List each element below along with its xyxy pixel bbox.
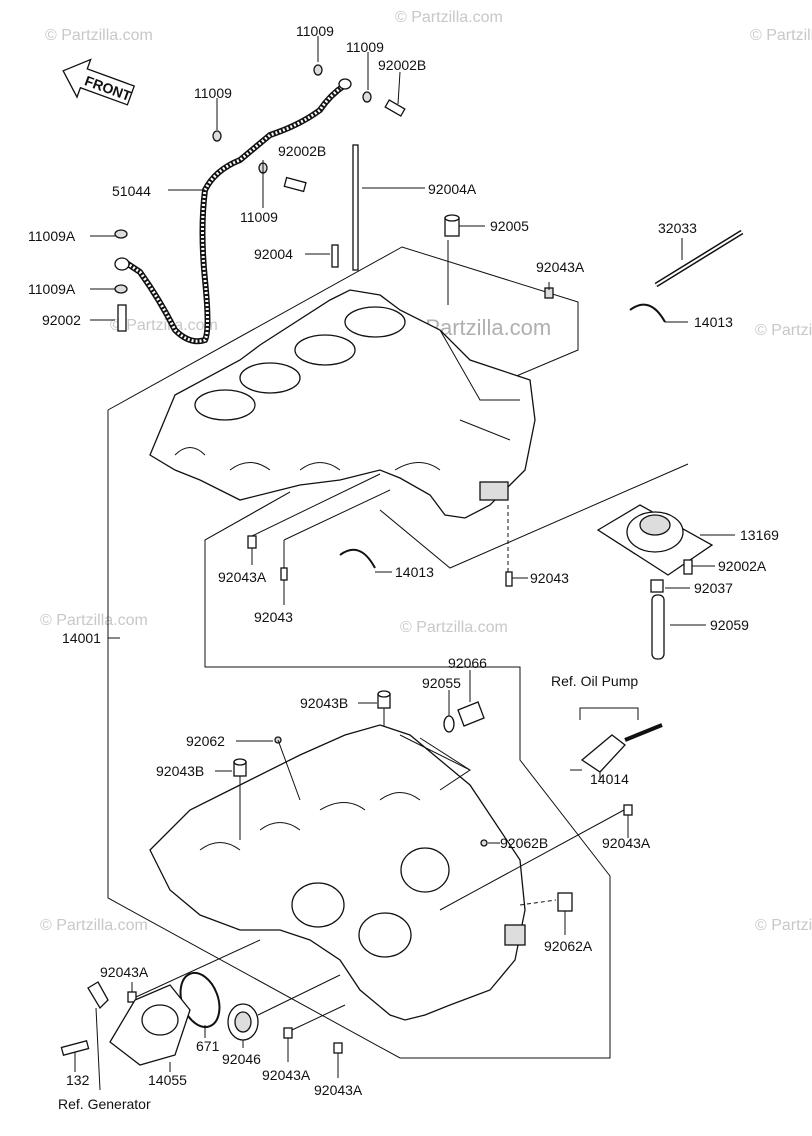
- label-92043b: 92043B: [156, 763, 204, 779]
- label-ref-oil-pump: Ref. Oil Pump: [551, 673, 638, 689]
- part-labels: 11009 11009 92002B 11009 92002B 51044 92…: [28, 23, 779, 1112]
- label-14001: 14001: [62, 630, 101, 646]
- upper-crankcase: [149, 289, 536, 519]
- label-11009a: 11009A: [28, 228, 76, 244]
- label-92062b: 92062B: [500, 835, 548, 851]
- label-92066: 92066: [448, 655, 487, 671]
- label-92043a: 92043A: [536, 259, 585, 275]
- label-14014: 14014: [590, 771, 629, 787]
- label-13169: 13169: [740, 527, 779, 543]
- label-14013: 14013: [395, 564, 434, 580]
- label-92043a: 92043A: [262, 1067, 311, 1083]
- label-92043a: 92043A: [100, 964, 149, 980]
- label-92059: 92059: [710, 617, 749, 633]
- label-11009a: 11009A: [28, 281, 76, 297]
- label-92043: 92043: [530, 570, 569, 586]
- watermark: © Partzilla.com: [40, 612, 148, 629]
- watermark: © Partzilla.com: [755, 917, 812, 934]
- watermark: © Partzilla.com: [395, 9, 503, 26]
- lower-parts: [60, 670, 663, 1091]
- front-arrow: FRONT: [62, 58, 136, 106]
- label-11009: 11009: [296, 23, 334, 39]
- label-92043a: 92043A: [218, 569, 267, 585]
- watermark: © Partzilla.com: [400, 619, 508, 636]
- label-11009: 11009: [194, 85, 232, 101]
- label-92005: 92005: [490, 218, 529, 234]
- watermark: © Partzilla.com: [110, 317, 218, 334]
- label-11009: 11009: [240, 209, 278, 225]
- label-92002b: 92002B: [378, 57, 426, 73]
- watermark: © Partzilla.com: [755, 322, 812, 339]
- watermark: © Partzilla.com: [750, 27, 812, 44]
- label-132: 132: [66, 1072, 90, 1088]
- label-32033: 32033: [658, 220, 697, 236]
- watermark: © Partzilla.com: [40, 917, 148, 934]
- oil-filter-cover-13169: [596, 504, 735, 660]
- label-11009: 11009: [346, 39, 384, 55]
- label-92002b: 92002B: [278, 143, 326, 159]
- lower-crankcase: [149, 724, 526, 1021]
- label-14013: 14013: [694, 314, 733, 330]
- label-51044: 51044: [112, 183, 151, 199]
- oil-hose-51044: [114, 78, 352, 345]
- leader-lines: [90, 36, 688, 323]
- upper-fasteners: [114, 64, 744, 332]
- label-92043b: 92043B: [300, 695, 348, 711]
- label-92062a: 92062A: [544, 938, 593, 954]
- label-92062: 92062: [186, 733, 225, 749]
- label-671: 671: [196, 1038, 220, 1054]
- middle-parts: [247, 473, 528, 605]
- label-14055: 14055: [148, 1072, 187, 1088]
- watermark: © Partzilla.com: [45, 27, 153, 44]
- label-92004a: 92004A: [428, 181, 477, 197]
- label-ref-generator: Ref. Generator: [58, 1096, 151, 1112]
- label-92043: 92043: [254, 609, 293, 625]
- label-92002a: 92002A: [718, 558, 767, 574]
- label-92055: 92055: [422, 675, 461, 691]
- label-92046: 92046: [222, 1051, 261, 1067]
- label-92037: 92037: [694, 580, 733, 596]
- label-92002: 92002: [42, 312, 81, 328]
- label-92043a: 92043A: [602, 835, 651, 851]
- label-92004: 92004: [254, 246, 293, 262]
- label-92043a: 92043A: [314, 1082, 363, 1098]
- assembly-bracket-14001: [107, 246, 689, 1059]
